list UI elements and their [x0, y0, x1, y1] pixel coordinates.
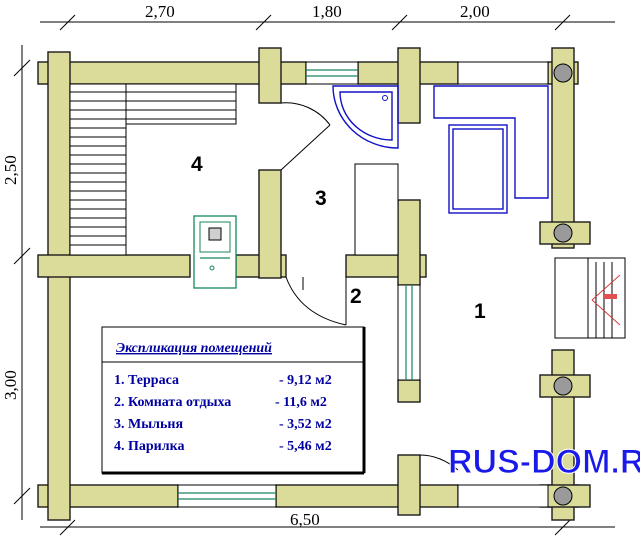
dimension-top-middle: 1,80	[312, 2, 342, 21]
doors	[280, 102, 459, 471]
legend-item-name: 1. Терраса	[114, 373, 179, 388]
dimension-top-left: 2,70	[145, 2, 175, 21]
wash-bench	[354, 163, 399, 256]
legend-box	[101, 326, 366, 475]
legend-item-name: 4. Парилка	[114, 439, 184, 454]
legend-item-area: - 11,6 м2	[275, 395, 327, 410]
walls	[37, 47, 591, 521]
dimension-left-lower: 3,00	[1, 370, 20, 400]
dimension-lines	[13, 14, 615, 536]
room-number-3: 3	[315, 187, 327, 210]
dimension-bottom: 6,50	[290, 510, 320, 529]
legend-title: Экспликация помещений	[116, 341, 272, 356]
entrance-stairs	[554, 257, 626, 339]
legend-item-name: 2. Комната отдыха	[114, 395, 231, 410]
room-number-4: 4	[191, 153, 203, 176]
legend-item-area: - 3,52 м2	[279, 417, 332, 432]
room-number-1: 1	[474, 300, 486, 323]
room-number-2: 2	[350, 285, 362, 308]
legend-item-area: - 5,46 м2	[279, 439, 332, 454]
windows	[177, 61, 549, 508]
dimension-left-upper: 2,50	[1, 155, 20, 185]
legend-item-area: - 9,12 м2	[279, 373, 332, 388]
sofa	[433, 85, 549, 214]
shower-tray	[332, 85, 399, 149]
legend-item-name: 3. Мыльня	[114, 417, 183, 432]
log-posts	[553, 63, 573, 506]
stove	[193, 215, 237, 289]
dimension-top-right: 2,00	[460, 2, 490, 21]
watermark-logo: RUS-DOM.RU	[448, 443, 640, 481]
